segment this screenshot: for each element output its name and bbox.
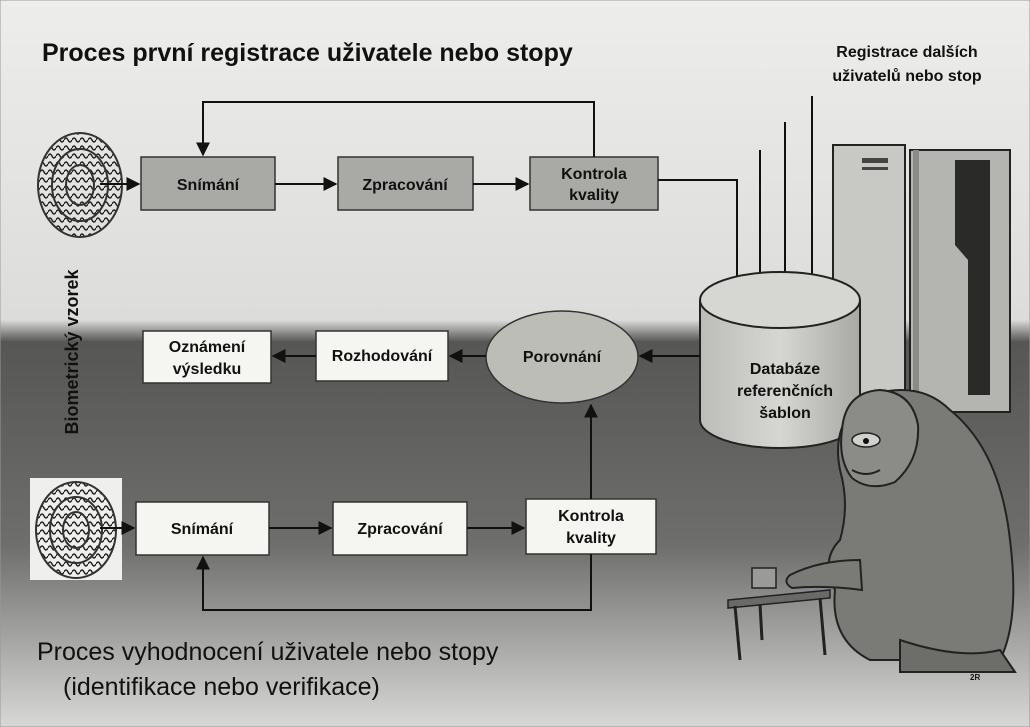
verify-quality-label-line1: Kontrola — [558, 508, 624, 525]
other-users-label-line1: Registrace dalších — [836, 44, 977, 61]
arrow-quality-feedback-top — [196, 101, 595, 157]
result-label-line1: Oznámení — [169, 339, 246, 356]
other-users-label-line2: uživatelů nebo stop — [832, 68, 982, 85]
gorilla-at-desk-illustration: 2R — [727, 388, 1017, 682]
database-label-line3: šablon — [759, 405, 811, 422]
arrow-quality-to-database — [658, 179, 744, 302]
bottom-title-line2: (identifikace nebo verifikace) — [63, 673, 380, 701]
bottom-title-line1: Proces vyhodnocení uživatele nebo stopy — [37, 638, 499, 666]
decision-label: Rozhodování — [332, 348, 433, 365]
enroll-quality-label-line1: Kontrola — [561, 166, 627, 183]
enroll-quality-box: Kontrola kvality — [529, 156, 659, 211]
arrow-verify-quality-feedback — [196, 554, 592, 611]
side-label-biometric-sample: Biometrický vzorek — [62, 268, 82, 434]
result-box: Oznámení výsledku — [142, 330, 272, 384]
compare-ellipse: Porovnání — [485, 310, 639, 404]
enroll-processing-box: Zpracování — [337, 156, 474, 211]
enroll-capture-box: Snímání — [140, 156, 276, 211]
verify-quality-label-line2: kvality — [566, 530, 616, 547]
top-title: Proces první registrace uživatele nebo s… — [42, 39, 573, 67]
verify-processing-label: Zpracování — [357, 521, 443, 538]
corner-mark: 2R — [970, 673, 980, 682]
result-label-line2: výsledku — [173, 361, 241, 378]
database-cylinder: Databáze referenčních šablon — [699, 271, 861, 449]
decision-box: Rozhodování — [315, 330, 449, 382]
database-label-line2: referenčních — [737, 383, 833, 400]
verify-capture-label: Snímání — [171, 521, 234, 538]
enroll-quality-label-line2: kvality — [569, 187, 619, 204]
compare-label: Porovnání — [523, 349, 602, 366]
verify-processing-box: Zpracování — [332, 501, 468, 556]
database-label-line1: Databáze — [750, 361, 820, 378]
verify-quality-box: Kontrola kvality — [525, 498, 657, 555]
verify-capture-box: Snímání — [135, 501, 270, 556]
enroll-processing-label: Zpracování — [362, 177, 448, 194]
enroll-capture-label: Snímání — [177, 177, 240, 194]
